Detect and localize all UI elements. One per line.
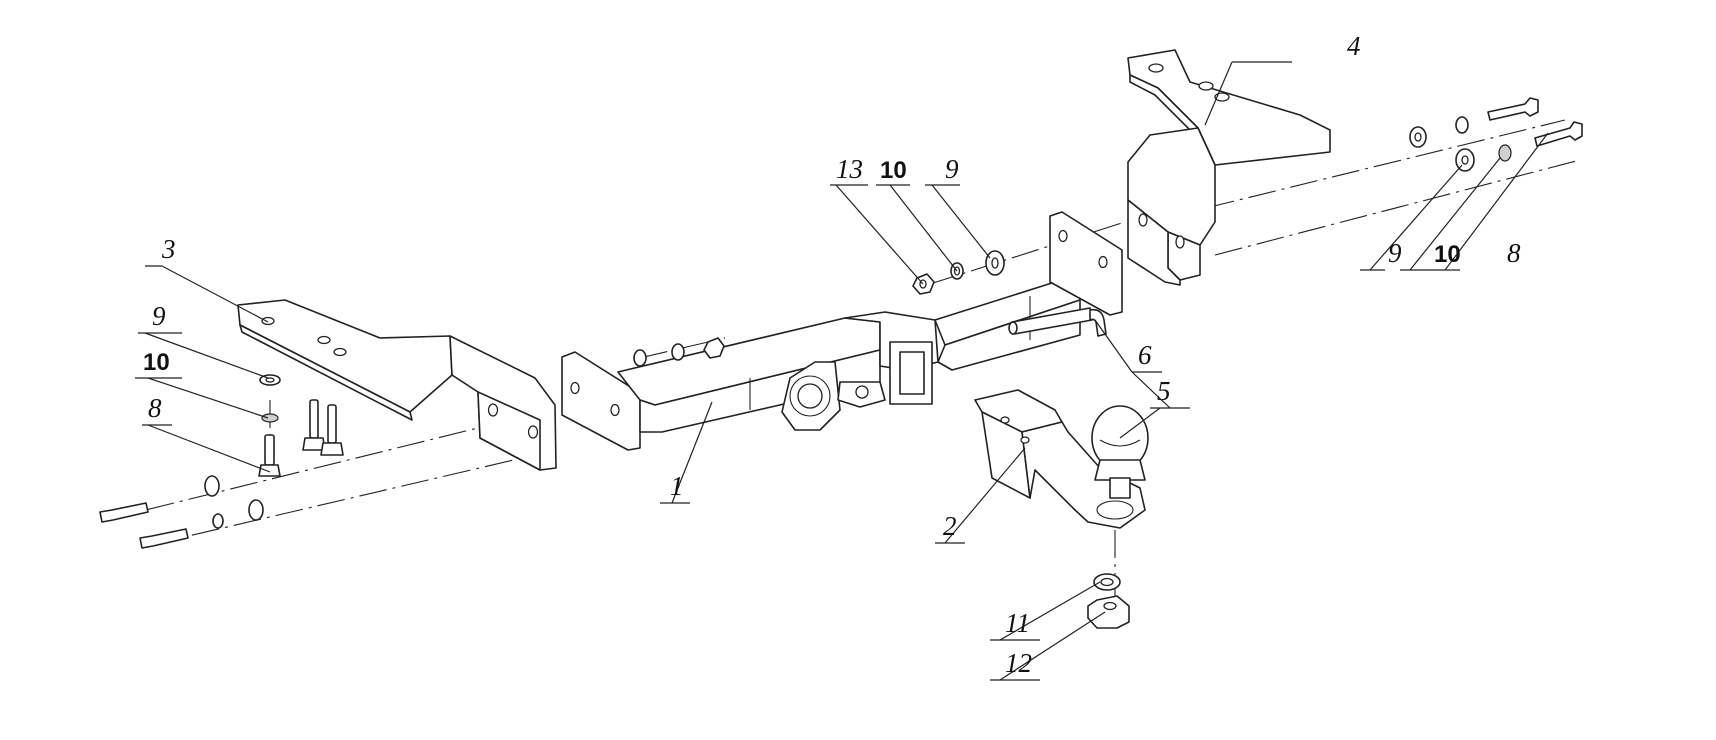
right-mounting-bracket — [1127, 49, 1331, 286]
right-fasteners — [1409, 97, 1583, 172]
lock-washer-and-nut — [1087, 573, 1130, 629]
callout-9-left: 9 — [152, 301, 166, 331]
left-fasteners — [99, 374, 344, 549]
callout-4: 4 — [1347, 31, 1361, 61]
left-mounting-bracket — [237, 299, 557, 471]
center-fasteners — [912, 250, 1005, 295]
callout-6: 6 — [1138, 340, 1152, 370]
callout-11: 11 — [1005, 608, 1030, 638]
callout-10-middle: 10 — [880, 157, 907, 184]
leader-lines — [135, 61, 1549, 681]
assembly-axis-lines — [104, 119, 1581, 600]
callout-8-right: 8 — [1507, 238, 1521, 268]
callout-13: 13 — [836, 154, 863, 184]
callout-labels: 3 9 10 8 1 2 5 6 4 13 10 9 9 10 8 11 12 — [143, 31, 1521, 678]
callout-5: 5 — [1157, 376, 1171, 406]
main-cross-beam — [561, 211, 1123, 451]
callout-10-left: 10 — [143, 349, 170, 376]
callout-3: 3 — [161, 234, 176, 264]
callout-10-right: 10 — [1434, 241, 1461, 268]
callout-9-right: 9 — [1388, 238, 1402, 268]
callout-8-left: 8 — [148, 393, 162, 423]
callout-2: 2 — [943, 511, 957, 541]
callout-9-middle: 9 — [945, 154, 959, 184]
ball-mount-drawbar — [974, 389, 1146, 529]
callout-12: 12 — [1005, 648, 1032, 678]
callout-1: 1 — [670, 471, 684, 501]
